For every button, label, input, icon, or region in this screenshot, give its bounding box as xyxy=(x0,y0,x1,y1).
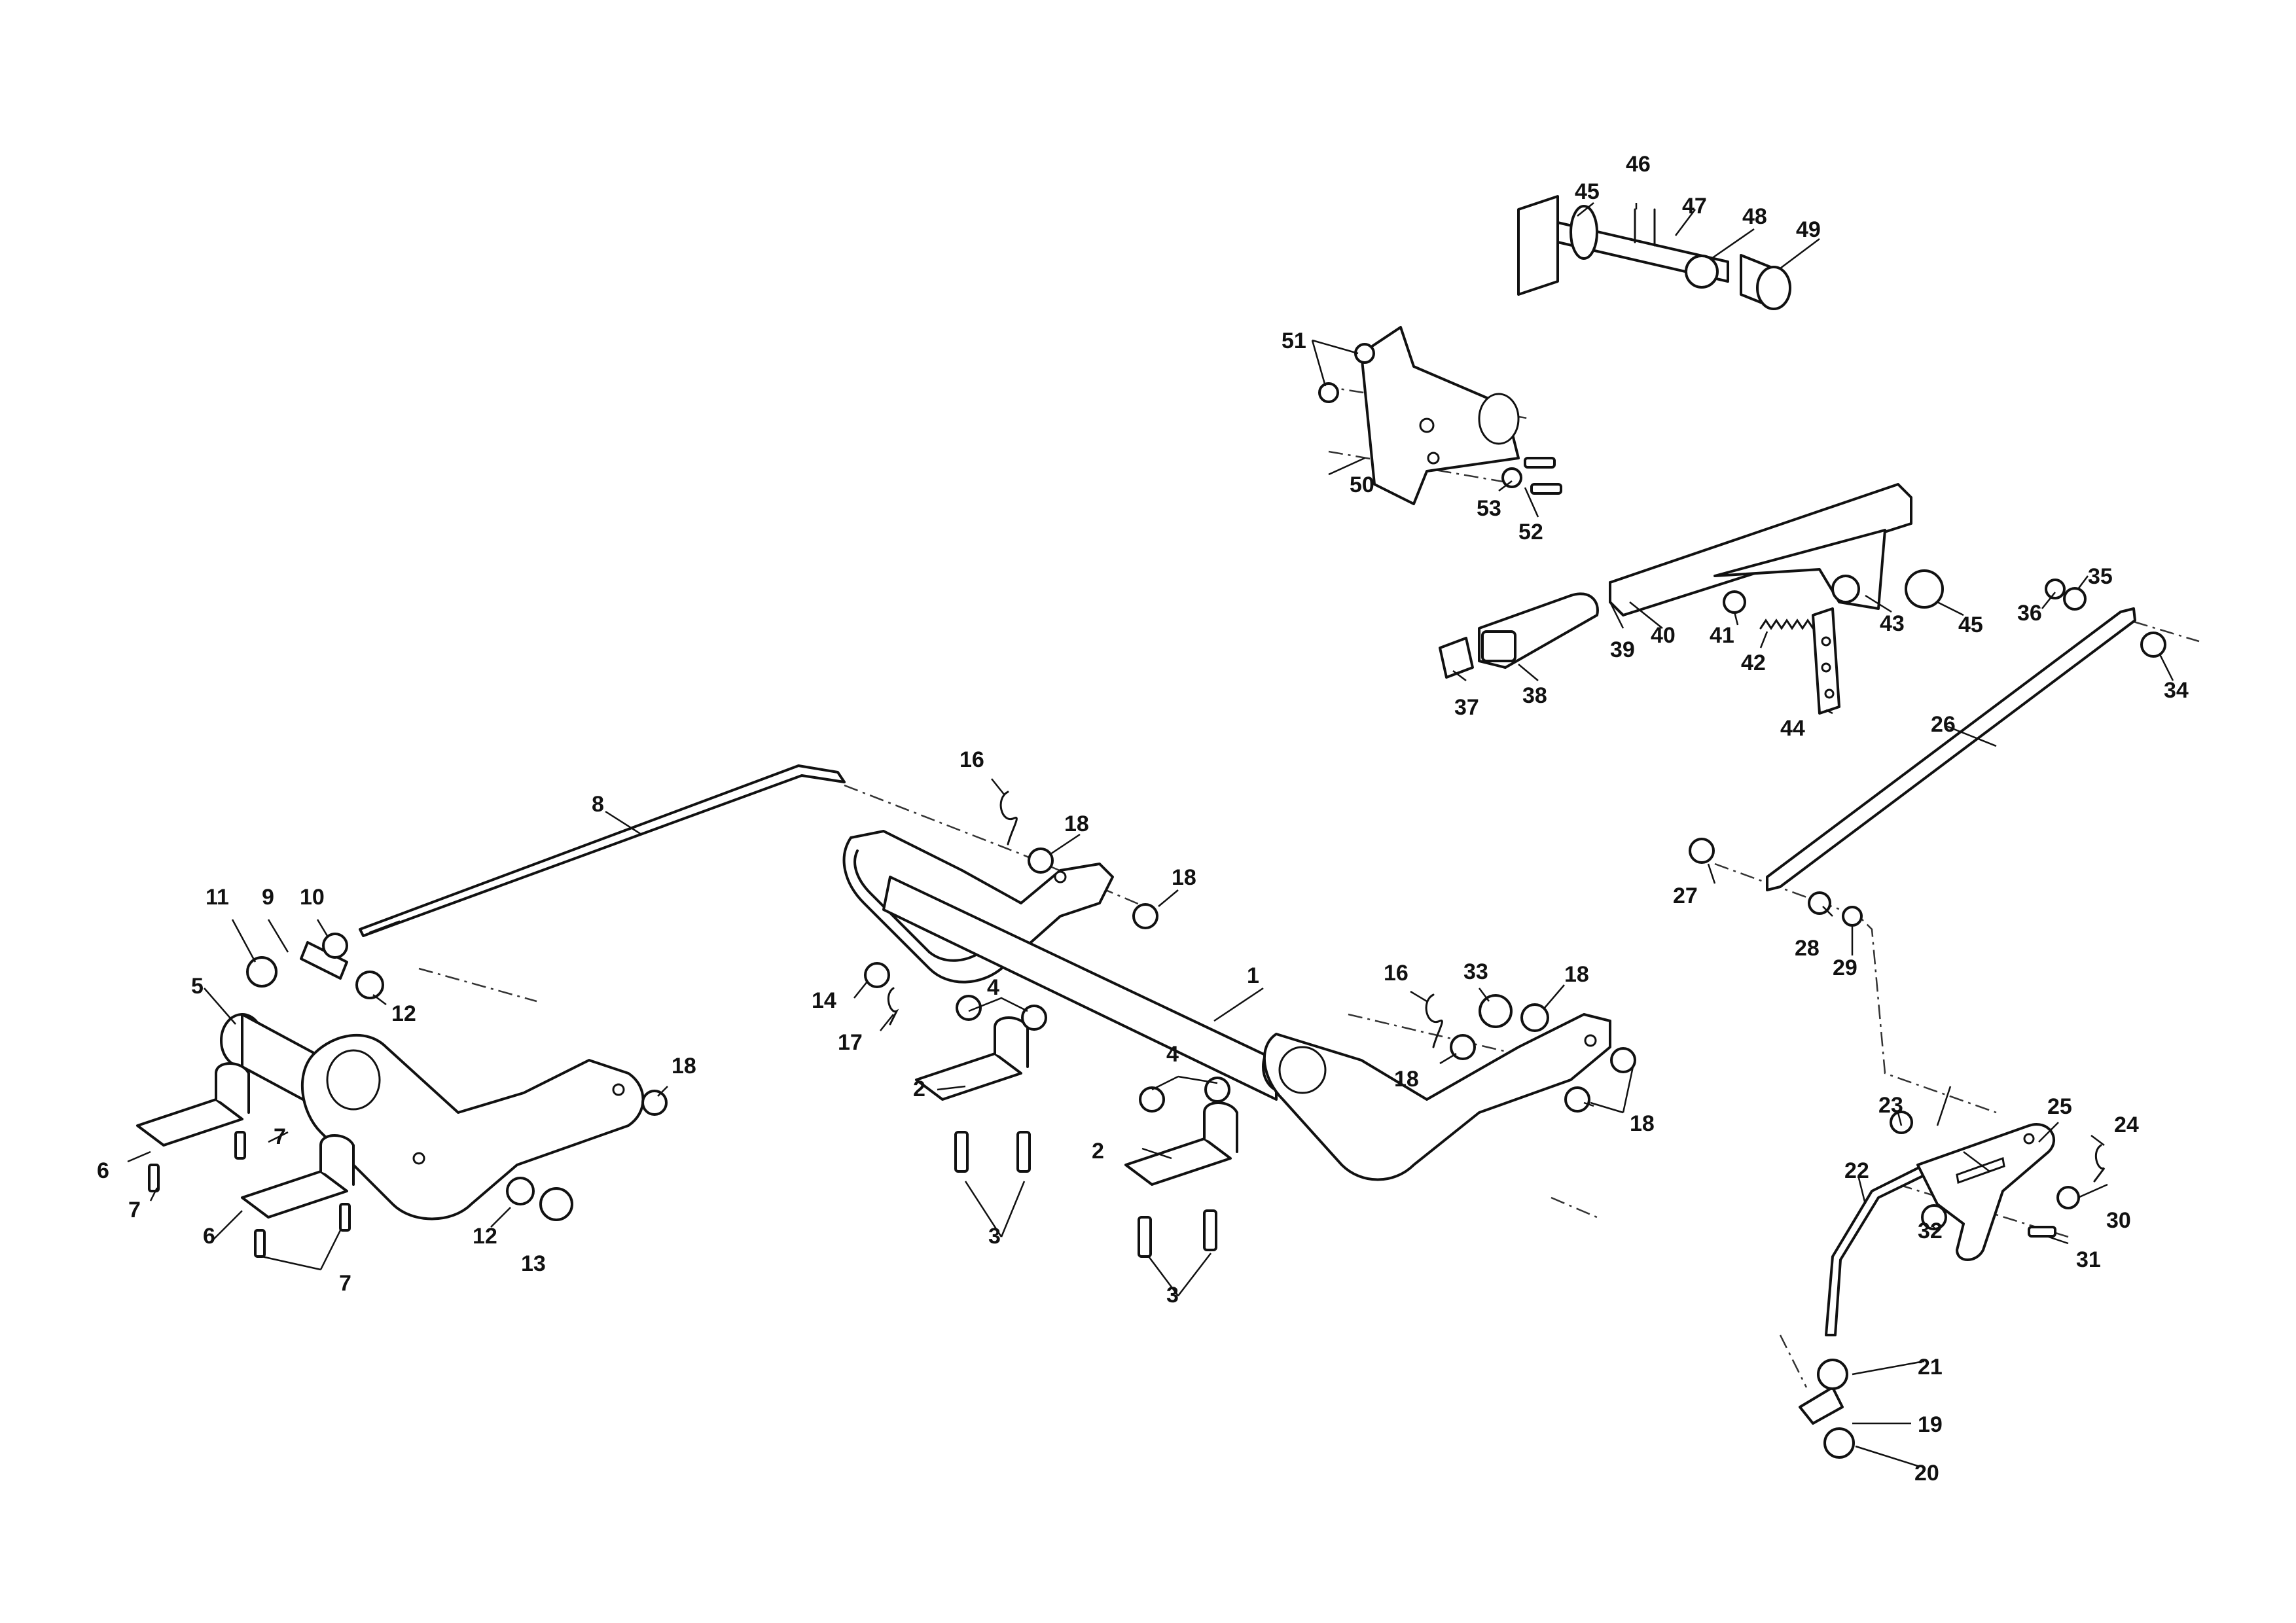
callout-18: 18 xyxy=(1172,865,1196,890)
callout-3: 3 xyxy=(1166,1283,1179,1308)
callout-12: 12 xyxy=(473,1224,497,1249)
callout-34: 34 xyxy=(2164,678,2189,703)
callout-40: 40 xyxy=(1651,623,1676,648)
part-22-bent-rod xyxy=(1825,1164,1931,1336)
callout-4: 4 xyxy=(1166,1042,1179,1067)
callout-35: 35 xyxy=(2088,564,2113,589)
callout-18: 18 xyxy=(1630,1111,1655,1136)
callout-45: 45 xyxy=(1575,179,1600,204)
part-8-link-rod xyxy=(359,764,846,937)
callout-29: 29 xyxy=(1833,955,1857,980)
callout-1: 1 xyxy=(1247,963,1259,988)
callout-31: 31 xyxy=(2076,1247,2101,1272)
callout-37: 37 xyxy=(1454,695,1479,720)
part-42-spring xyxy=(1759,618,1814,630)
callout-2: 2 xyxy=(1092,1139,1104,1164)
callout-28: 28 xyxy=(1795,936,1820,961)
callout-3: 3 xyxy=(988,1224,1001,1249)
callout-11: 11 xyxy=(206,885,229,910)
part-5-left-shaft-arm xyxy=(220,1013,645,1221)
callout-51: 51 xyxy=(1282,329,1306,353)
callout-48: 48 xyxy=(1742,204,1767,229)
callout-50: 50 xyxy=(1350,473,1374,497)
callout-18: 18 xyxy=(1394,1067,1419,1092)
callout-18: 18 xyxy=(1564,962,1589,987)
callout-18: 18 xyxy=(672,1054,696,1079)
callout-20: 20 xyxy=(1914,1461,1939,1486)
leader-lines xyxy=(127,202,2174,1467)
callout-42: 42 xyxy=(1741,651,1766,675)
callout-14: 14 xyxy=(812,988,836,1013)
callout-52: 52 xyxy=(1518,520,1543,544)
callout-30: 30 xyxy=(2106,1208,2131,1233)
callout-6: 6 xyxy=(203,1224,215,1249)
callout-17: 17 xyxy=(838,1030,863,1055)
callout-45: 45 xyxy=(1958,613,1983,637)
callout-7: 7 xyxy=(274,1124,286,1149)
part-2-u-clamp-left xyxy=(915,1016,1029,1101)
part-44-bracket xyxy=(1812,607,1840,715)
callout-10: 10 xyxy=(300,885,325,910)
bolts xyxy=(148,457,2056,1425)
part-25-plate xyxy=(1916,1123,2056,1261)
part-1-lift-shaft-assembly xyxy=(842,830,1611,1181)
callout-26: 26 xyxy=(1931,712,1956,737)
part-26-rod xyxy=(1766,607,2136,891)
callout-41: 41 xyxy=(1710,623,1734,648)
callout-9: 9 xyxy=(262,885,274,910)
callout-43: 43 xyxy=(1880,611,1905,636)
callout-8: 8 xyxy=(592,792,604,817)
clips xyxy=(887,791,2106,1183)
callout-21: 21 xyxy=(1918,1355,1943,1380)
part-46-pins xyxy=(1634,208,1656,247)
callout-6: 6 xyxy=(97,1158,109,1183)
callout-13: 13 xyxy=(521,1251,546,1276)
callout-12: 12 xyxy=(391,1001,416,1026)
callout-44: 44 xyxy=(1780,716,1805,741)
callout-53: 53 xyxy=(1477,496,1501,521)
callout-7: 7 xyxy=(128,1198,141,1222)
callout-49: 49 xyxy=(1796,217,1821,242)
part-38-handle-grip xyxy=(1478,592,1599,669)
callout-16: 16 xyxy=(1384,961,1408,986)
part-37-end-cap xyxy=(1439,637,1474,679)
part-6-clamp-bottom xyxy=(241,1134,355,1219)
callout-27: 27 xyxy=(1673,883,1698,908)
callout-labels: 1 2 2 3 3 4 4 5 6 6 7 7 7 8 9 10 11 12 1… xyxy=(97,152,2189,1486)
callout-46: 46 xyxy=(1626,152,1651,177)
callout-47: 47 xyxy=(1682,194,1707,219)
nuts-washers xyxy=(246,255,2166,1459)
callout-5: 5 xyxy=(191,974,204,999)
callout-22: 22 xyxy=(1844,1158,1869,1183)
part-49-end-cap xyxy=(1740,254,1791,310)
callout-24: 24 xyxy=(2114,1113,2139,1137)
part-2-u-clamp-right xyxy=(1124,1101,1238,1186)
callout-18: 18 xyxy=(1064,812,1089,836)
callout-23: 23 xyxy=(1878,1093,1903,1118)
callout-33: 33 xyxy=(1463,959,1488,984)
part-50-ratchet-plate xyxy=(1360,326,1520,505)
callout-2: 2 xyxy=(913,1077,925,1101)
callout-39: 39 xyxy=(1610,637,1635,662)
part-47-top-shaft xyxy=(1517,195,1729,296)
callout-32: 32 xyxy=(1918,1219,1943,1243)
part-6-clamp-top xyxy=(136,1062,250,1147)
callout-36: 36 xyxy=(2017,601,2042,626)
callout-16: 16 xyxy=(960,747,984,772)
callout-19: 19 xyxy=(1918,1412,1943,1437)
callout-4: 4 xyxy=(987,975,999,1000)
callout-25: 25 xyxy=(2047,1094,2072,1119)
callout-38: 38 xyxy=(1522,683,1547,708)
callout-7: 7 xyxy=(339,1271,351,1296)
